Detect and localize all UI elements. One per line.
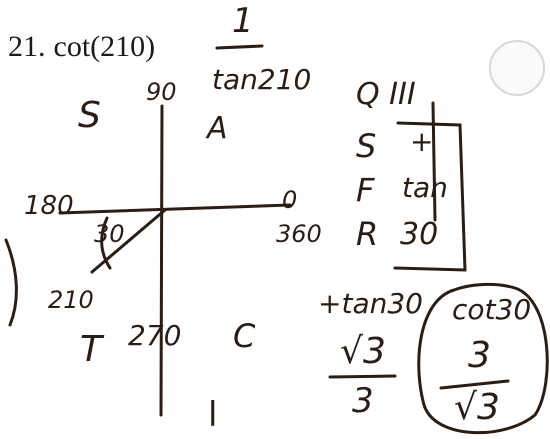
quadrant-heading: Q III bbox=[356, 77, 416, 112]
angle-label-0: 0 bbox=[282, 186, 298, 214]
terminal-side-210 bbox=[90, 208, 167, 274]
reciprocal-denominator: tan210 bbox=[212, 63, 312, 96]
quadrant-label-c: C bbox=[233, 317, 256, 355]
cot30-label: cot30 bbox=[452, 293, 532, 326]
cot30-numerator: 3 bbox=[468, 335, 491, 376]
angle-label-210: 210 bbox=[48, 286, 94, 314]
sfr-value-sign: + bbox=[410, 125, 434, 158]
angle-label-270: 270 bbox=[128, 319, 182, 352]
sfr-left-divider bbox=[431, 101, 437, 222]
problem-number: 21. bbox=[8, 30, 46, 63]
sfr-value-function: tan bbox=[402, 171, 448, 204]
problem-statement: 21.cot(210) bbox=[8, 30, 155, 64]
cot30-denominator: √3 bbox=[454, 387, 500, 428]
reference-angle-30: 30 bbox=[94, 220, 125, 248]
sfr-letter-s: S bbox=[356, 127, 377, 165]
quadrant-label-s: S bbox=[78, 95, 101, 136]
sfr-value-angle: 30 bbox=[400, 217, 439, 252]
angle-label-180: 180 bbox=[24, 191, 74, 221]
sfr-box bbox=[393, 121, 467, 272]
fraction-bar-reciprocal bbox=[215, 44, 264, 50]
quadrant-label-t: T bbox=[80, 329, 102, 370]
cot30-answer-oval bbox=[417, 282, 549, 435]
answer-circle-button[interactable] bbox=[489, 40, 545, 96]
reciprocal-numerator: 1 bbox=[232, 1, 254, 41]
vertical-axis bbox=[159, 104, 164, 417]
bottom-mark: l bbox=[208, 395, 218, 435]
fraction-bar-cot30 bbox=[439, 379, 510, 390]
sfr-letter-f: F bbox=[356, 171, 375, 209]
horizontal-axis bbox=[58, 203, 292, 215]
tan30-label: +tan30 bbox=[318, 287, 423, 320]
sfr-letter-r: R bbox=[356, 215, 379, 253]
angle-arc bbox=[100, 216, 112, 270]
quadrant-label-a: A bbox=[207, 111, 228, 146]
tan30-denominator: 3 bbox=[352, 381, 374, 421]
angle-label-90: 90 bbox=[146, 78, 177, 106]
left-margin-mark bbox=[4, 238, 18, 327]
tan30-numerator: √3 bbox=[340, 331, 386, 372]
problem-expression: cot(210) bbox=[53, 30, 156, 63]
angle-label-360: 360 bbox=[276, 220, 322, 248]
fraction-bar-tan30 bbox=[328, 374, 397, 379]
